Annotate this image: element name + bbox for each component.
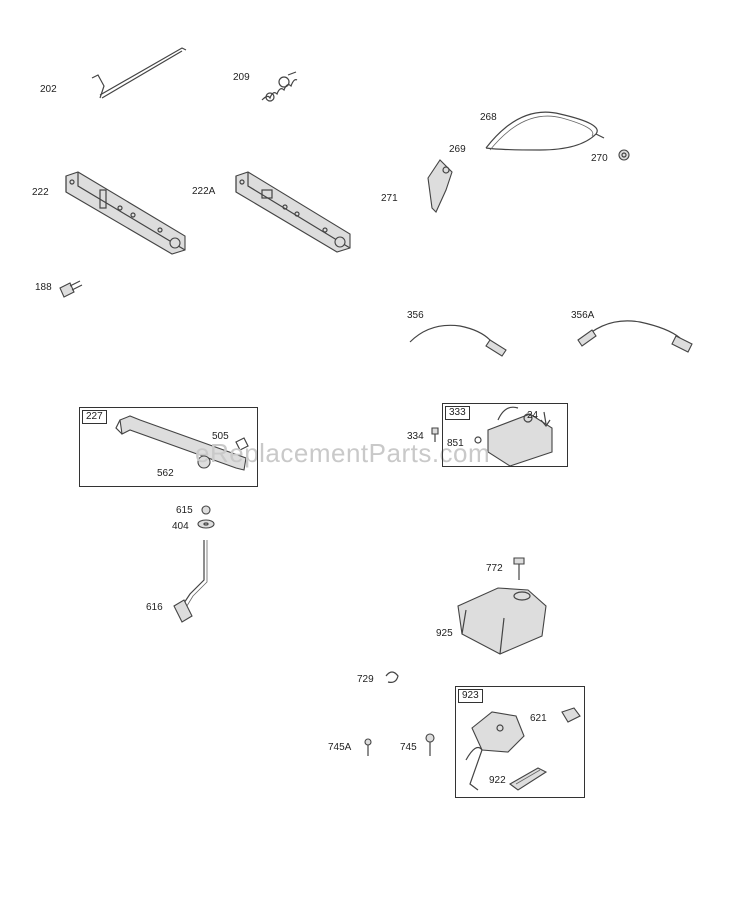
part-729-drawing (385, 671, 399, 683)
label-356a: 356A (571, 310, 595, 321)
box-333-tag: 333 (445, 406, 470, 420)
label-505: 505 (212, 431, 229, 442)
label-270: 270 (591, 153, 608, 164)
label-222: 222 (32, 187, 49, 198)
part-24-drawing (540, 411, 551, 428)
label-729: 729 (357, 674, 374, 685)
label-209: 209 (233, 72, 250, 83)
box-923: 923 (455, 686, 585, 798)
part-268-cable-drawing (485, 111, 605, 151)
label-334: 334 (407, 431, 424, 442)
label-562: 562 (157, 468, 174, 479)
part-621-drawing (561, 707, 581, 723)
part-222a-drawing (235, 171, 351, 253)
label-621: 621 (530, 713, 547, 724)
box-227: 227 (79, 407, 258, 487)
part-745-drawing (425, 733, 435, 756)
part-222-drawing (65, 171, 186, 255)
box-923-tag: 923 (458, 689, 483, 703)
label-188: 188 (35, 282, 52, 293)
part-851-drawing (474, 436, 482, 444)
part-356-drawing (409, 324, 507, 357)
box-227-tag: 227 (82, 410, 107, 424)
box-333: 333 (442, 403, 568, 467)
label-202: 202 (40, 84, 57, 95)
label-222a: 222A (192, 186, 216, 197)
part-333-drawing (487, 406, 553, 467)
label-269: 269 (449, 144, 466, 155)
label-922: 922 (489, 775, 506, 786)
part-562-drawing (115, 415, 247, 471)
label-616: 616 (146, 602, 163, 613)
part-923-drawing (465, 711, 525, 791)
part-922-drawing (509, 767, 548, 791)
part-271-drawing (427, 159, 453, 213)
label-24: 24 (527, 410, 539, 421)
part-202-drawing (91, 47, 187, 99)
label-356: 356 (407, 310, 424, 321)
part-404-drawing (197, 519, 215, 529)
watermark: eReplacementParts.com (195, 438, 491, 468)
part-772-drawing (513, 557, 525, 580)
label-851: 851 (447, 438, 464, 449)
part-270-drawing (618, 149, 630, 161)
label-745: 745 (400, 742, 417, 753)
part-334-drawing (431, 427, 439, 442)
part-616-drawing (173, 540, 208, 623)
part-188-drawing (59, 280, 83, 298)
label-745a: 745A (328, 742, 352, 753)
part-925-drawing (457, 587, 547, 655)
label-268: 268 (480, 112, 497, 123)
label-404: 404 (172, 521, 189, 532)
label-925: 925 (436, 628, 453, 639)
part-745a-drawing (364, 738, 372, 756)
label-772: 772 (486, 563, 503, 574)
part-505-drawing (235, 437, 249, 451)
part-356a-drawing (577, 320, 693, 353)
part-209-drawing (261, 71, 298, 102)
label-271: 271 (381, 193, 398, 204)
label-615: 615 (176, 505, 193, 516)
part-615-drawing (201, 505, 211, 515)
